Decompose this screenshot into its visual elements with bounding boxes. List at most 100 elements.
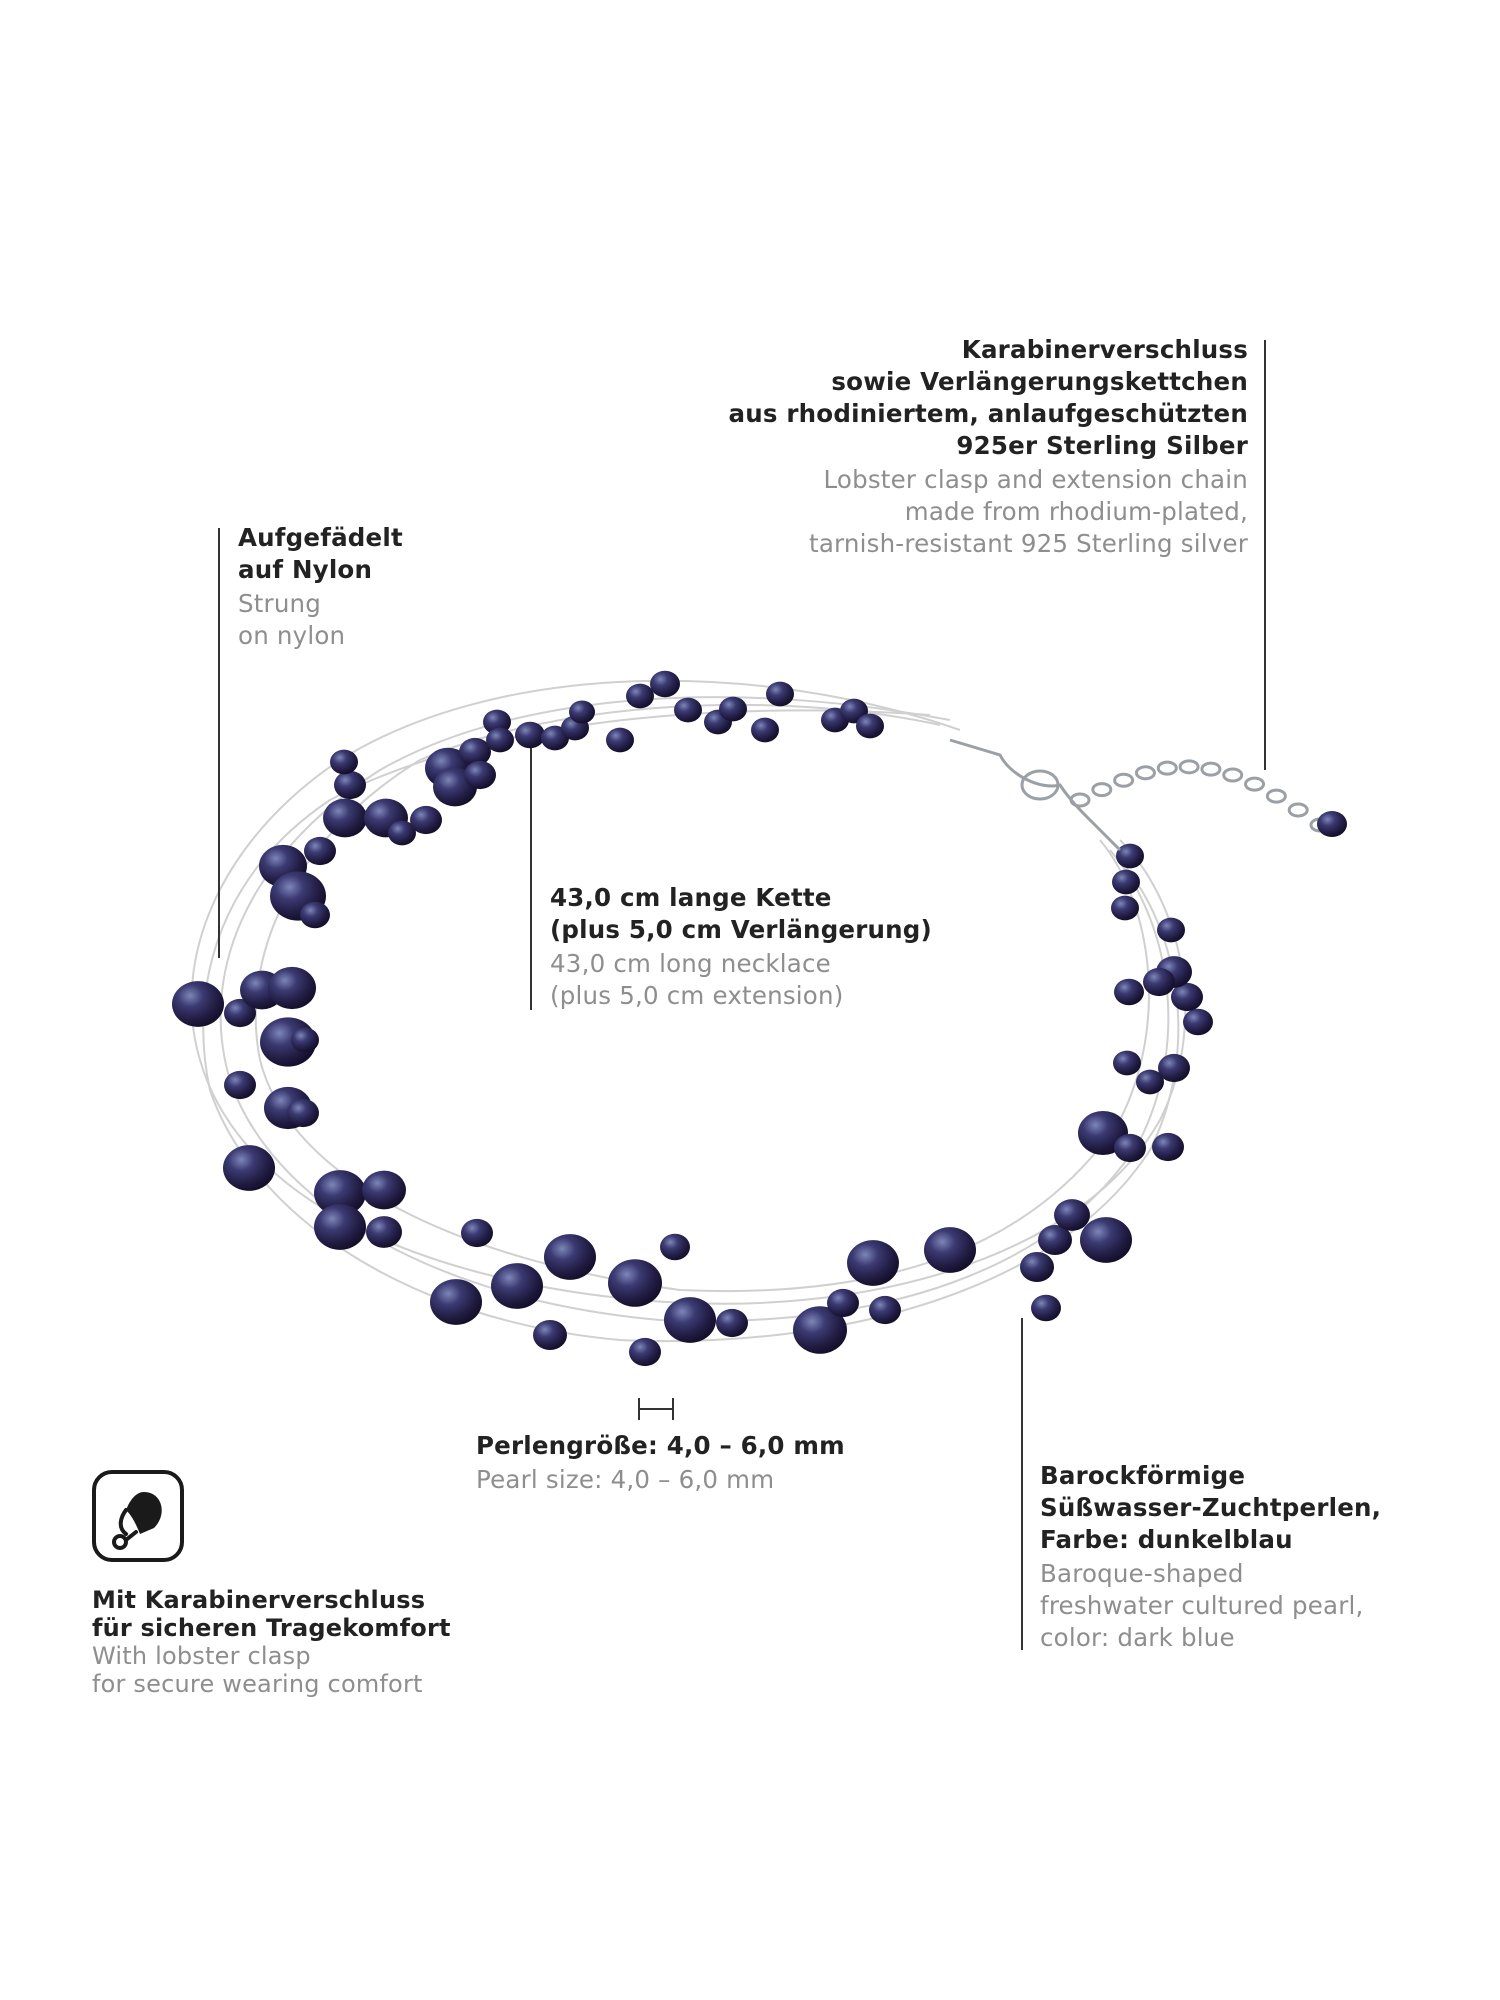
callout-length-en: 43,0 cm long necklace (plus 5,0 cm exten…: [550, 948, 970, 1012]
pearl: [1157, 917, 1185, 943]
clasp-ring: [1020, 769, 1060, 801]
pearl: [323, 798, 367, 838]
pearl: [716, 1308, 748, 1338]
callout-nylon-en: Strung on nylon: [238, 588, 498, 652]
pearl: [224, 998, 256, 1028]
callout-nylon-en-line: on nylon: [238, 621, 346, 650]
pearl: [1143, 967, 1175, 997]
pearl: [1116, 843, 1144, 869]
callout-length-de-line: 43,0 cm lange Kette: [550, 883, 832, 912]
pearl: [1113, 1050, 1141, 1076]
callout-feature-en-line: With lobster clasp: [92, 1642, 311, 1670]
extension-chain: [949, 738, 1347, 852]
pearl: [366, 1216, 402, 1248]
callout-pearl-en-line: freshwater cultured pearl,: [1040, 1591, 1364, 1620]
callout-size-de: Perlengröße: 4,0 – 6,0 mm: [476, 1430, 896, 1462]
pearl: [388, 820, 416, 846]
callout-size-en-line: Pearl size: 4,0 – 6,0 mm: [476, 1465, 775, 1494]
pearl: [1111, 895, 1139, 921]
pearl: [1054, 1199, 1090, 1231]
callout-pearl-en-line: color: dark blue: [1040, 1623, 1235, 1652]
pearl: [1114, 978, 1144, 1006]
chain-link: [1200, 761, 1222, 777]
callout-clasp-en: Lobster clasp and extension chain made f…: [688, 464, 1248, 560]
chain-link: [1244, 776, 1266, 792]
callout-clasp-en-line: tarnish-resistant 925 Sterling silver: [809, 529, 1248, 558]
callout-nylon-de-line: Aufgefädelt: [238, 523, 403, 552]
pearl: [1080, 1217, 1132, 1263]
end-pearl: [1317, 811, 1347, 837]
pearl: [660, 1233, 690, 1261]
pearl: [459, 737, 491, 767]
pearl: [314, 1170, 366, 1216]
pearl: [1031, 1294, 1061, 1322]
pearl: [664, 1297, 716, 1343]
callout-pearl-de-line: Barockförmige: [1040, 1461, 1246, 1490]
pearl: [751, 717, 779, 743]
chain-link: [1265, 788, 1287, 804]
pearl: [1136, 1069, 1164, 1095]
pearl: [1038, 1225, 1072, 1255]
pearl: [847, 1240, 899, 1286]
pearl: [1152, 1132, 1184, 1162]
pearl: [674, 697, 702, 723]
callout-pearl-leader: [1021, 1318, 1023, 1650]
callout-clasp-leader: [1264, 340, 1266, 770]
callout-pearl-en-line: Baroque-shaped: [1040, 1559, 1244, 1588]
callout-nylon-de-line: auf Nylon: [238, 555, 373, 584]
pearls: [172, 670, 1213, 1367]
callout-pearl-de: Barockförmige Süßwasser-Zuchtperlen, Far…: [1040, 1460, 1440, 1556]
pearl: [1183, 1008, 1213, 1036]
pearl: [827, 1288, 859, 1318]
callout-length-de-line: (plus 5,0 cm Verlängerung): [550, 915, 932, 944]
pearl: [464, 760, 496, 790]
callout-pearl-de-line: Süßwasser-Zuchtperlen,: [1040, 1493, 1382, 1522]
pearl: [314, 1204, 366, 1250]
pearl: [719, 696, 747, 722]
pearl: [1158, 1053, 1190, 1083]
callout-pearl-en: Baroque-shaped freshwater cultured pearl…: [1040, 1558, 1440, 1654]
chain-link: [1222, 767, 1244, 783]
callout-length-en-line: 43,0 cm long necklace: [550, 949, 831, 978]
callout-length: 43,0 cm lange Kette (plus 5,0 cm Verläng…: [550, 882, 970, 1012]
chain-link: [1178, 759, 1200, 775]
callout-nylon: Aufgefädelt auf Nylon Strung on nylon: [238, 522, 498, 652]
pearl: [626, 683, 654, 709]
callout-clasp: Karabinerverschluss sowie Verlängerungsk…: [688, 334, 1248, 560]
callout-nylon-leader: [218, 528, 220, 958]
pearl: [793, 1306, 847, 1354]
chain-link: [1069, 792, 1091, 808]
pearl: [486, 727, 514, 753]
pearl: [334, 770, 366, 800]
pearl: [461, 1218, 493, 1248]
pearl: [1114, 1133, 1146, 1163]
pearl: [287, 1098, 319, 1128]
chain-link: [1091, 782, 1113, 798]
pearl: [223, 1145, 275, 1191]
pearl: [1171, 982, 1203, 1012]
callout-pearl-de-line: Farbe: dunkelblau: [1040, 1525, 1293, 1554]
pearl: [650, 670, 680, 698]
callout-clasp-en-line: made from rhodium-plated,: [904, 497, 1248, 526]
pearl: [172, 981, 224, 1027]
pearl: [766, 681, 794, 707]
chain-link: [1156, 760, 1178, 776]
callout-feature-de-line: Mit Karabinerverschluss: [92, 1586, 426, 1614]
pearl: [330, 749, 358, 775]
pearl: [1112, 869, 1140, 895]
callout-clasp-de-line: sowie Verlängerungskettchen: [831, 367, 1248, 396]
callout-feature-en-line: for secure wearing comfort: [92, 1670, 423, 1698]
lobster-clasp-badge: [92, 1470, 184, 1562]
pearl: [569, 700, 595, 724]
callout-clasp-de-line: 925er Sterling Silber: [956, 431, 1248, 460]
pearl: [410, 805, 442, 835]
pearl: [362, 1170, 406, 1210]
callout-size-de-line: Perlengröße: 4,0 – 6,0 mm: [476, 1431, 845, 1460]
callout-feature-de: Mit Karabinerverschluss für sicheren Tra…: [92, 1586, 512, 1642]
callout-clasp-de-line: aus rhodiniertem, anlaufgeschützten: [728, 399, 1248, 428]
callout-length-en-line: (plus 5,0 cm extension): [550, 981, 844, 1010]
pearl: [869, 1295, 901, 1325]
lobster-clasp-icon: [112, 1492, 162, 1550]
pearl: [268, 966, 316, 1010]
